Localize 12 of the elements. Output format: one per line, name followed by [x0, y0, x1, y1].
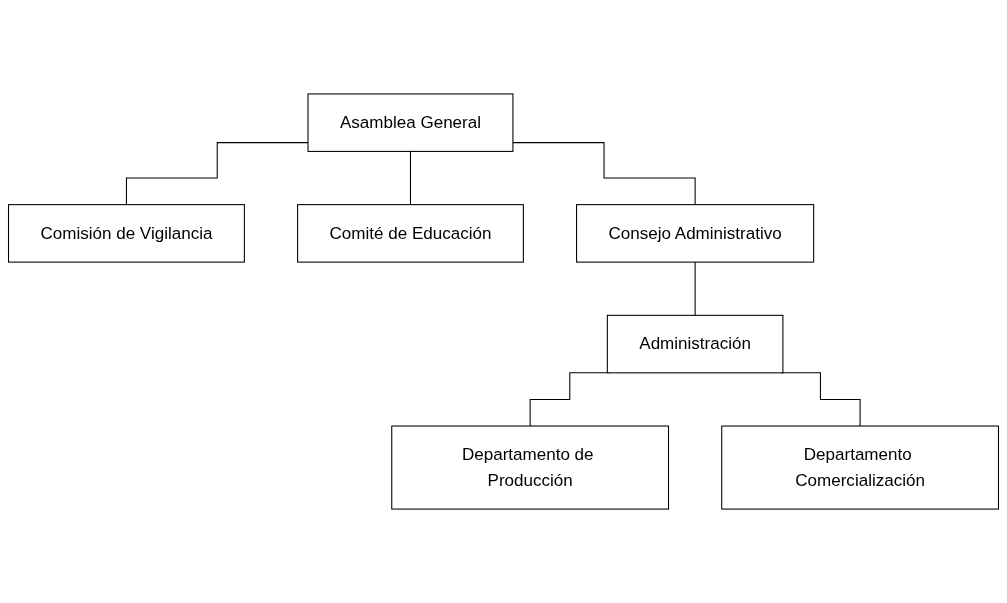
node-box: Departamento de Producción [391, 425, 670, 510]
connector [409, 150, 411, 206]
node-box: Departamento Comercialización [721, 425, 999, 510]
connector [529, 372, 610, 427]
connector [512, 142, 696, 206]
node-box: Administración [606, 314, 784, 374]
node-box: Consejo Administrativo [576, 204, 815, 263]
connector [694, 261, 696, 316]
connector [125, 142, 309, 206]
node-box: Comisión de Vigilancia [8, 204, 245, 263]
node-box: Asamblea General [307, 93, 514, 152]
node-box: Comité de Educación [297, 204, 524, 263]
